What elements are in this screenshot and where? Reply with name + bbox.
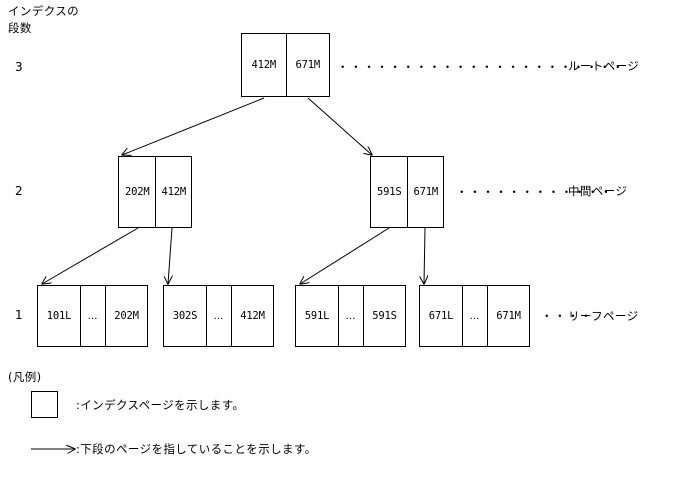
leaf-page-2[interactable]: 302S … 412M [163, 285, 274, 347]
arrow-intermediate-left-to-leaf-2 [168, 227, 172, 284]
arrow-intermediate-left-to-leaf-1 [42, 227, 139, 284]
intermediate-page-right[interactable]: 591S 671M [370, 156, 444, 228]
leader-dots-intermediate: ・・・・・・・・・・・・ [456, 185, 614, 199]
role-label-root: ルートページ [568, 59, 640, 73]
root-page-cell-0[interactable]: 412M [251, 59, 277, 71]
leaf-page-1-cell-0[interactable]: 101L [46, 310, 72, 322]
root-page[interactable]: 412M 671M [241, 33, 330, 97]
leaf-page-2-cell-0[interactable]: 302S [172, 310, 198, 322]
leaf-page-4-cell-2[interactable]: 671M [487, 286, 529, 346]
leaf-page-4-cell-1[interactable]: … [462, 286, 487, 346]
leaf-page-1-cell-2[interactable]: 202M [105, 286, 147, 346]
leader-dots-root: ・・・・・・・・・・・・・・・・・・・・・・ [337, 60, 626, 74]
leaf-page-3-cell-2[interactable]: 591S [363, 286, 405, 346]
leaf-page-2-cell-1[interactable]: … [206, 286, 231, 346]
intermediate-page-right-cell-0[interactable]: 591S [376, 186, 402, 198]
legend-title: (凡例) [8, 370, 42, 384]
root-page-cell-1[interactable]: 671M [285, 34, 330, 96]
level-number-2: 2 [15, 184, 23, 198]
leaf-page-1[interactable]: 101L … 202M [37, 285, 148, 347]
intermediate-page-right-cell-1[interactable]: 671M [407, 157, 443, 227]
leaf-page-3-cell-0[interactable]: 591L [304, 310, 330, 322]
leaf-page-3-cell-1[interactable]: … [338, 286, 363, 346]
leaf-page-3[interactable]: 591L … 591S [295, 285, 406, 347]
axis-label-line2: 段数 [8, 21, 32, 35]
leaf-page-2-cell-2[interactable]: 412M [231, 286, 273, 346]
role-label-leaf: リーフページ [568, 309, 639, 323]
axis-label-line1: インデクスの [8, 4, 80, 18]
leaf-page-1-cell-1[interactable]: … [80, 286, 105, 346]
intermediate-page-left[interactable]: 202M 412M [118, 156, 192, 228]
intermediate-page-left-cell-0[interactable]: 202M [124, 186, 150, 198]
role-label-intermediate: 中間ページ [568, 184, 628, 198]
intermediate-page-left-cell-1[interactable]: 412M [155, 157, 191, 227]
level-number-1: 1 [15, 308, 23, 322]
arrow-intermediate-right-to-leaf-3 [300, 227, 390, 284]
arrow-intermediate-right-to-leaf-4 [424, 227, 425, 284]
arrow-root-to-intermediate-right [307, 97, 372, 155]
legend-index-page-box-icon [31, 391, 58, 418]
level-number-3: 3 [15, 60, 23, 74]
leader-dots-leaf: ・・・・ [541, 309, 594, 323]
arrow-root-to-intermediate-left [122, 97, 265, 155]
leaf-page-4-cell-0[interactable]: 671L [428, 310, 454, 322]
legend-item-1-text: :下段のページを指していることを示します。 [76, 442, 317, 456]
leaf-page-4[interactable]: 671L … 671M [419, 285, 530, 347]
legend-item-0-text: :インデクスページを示します。 [76, 398, 245, 412]
